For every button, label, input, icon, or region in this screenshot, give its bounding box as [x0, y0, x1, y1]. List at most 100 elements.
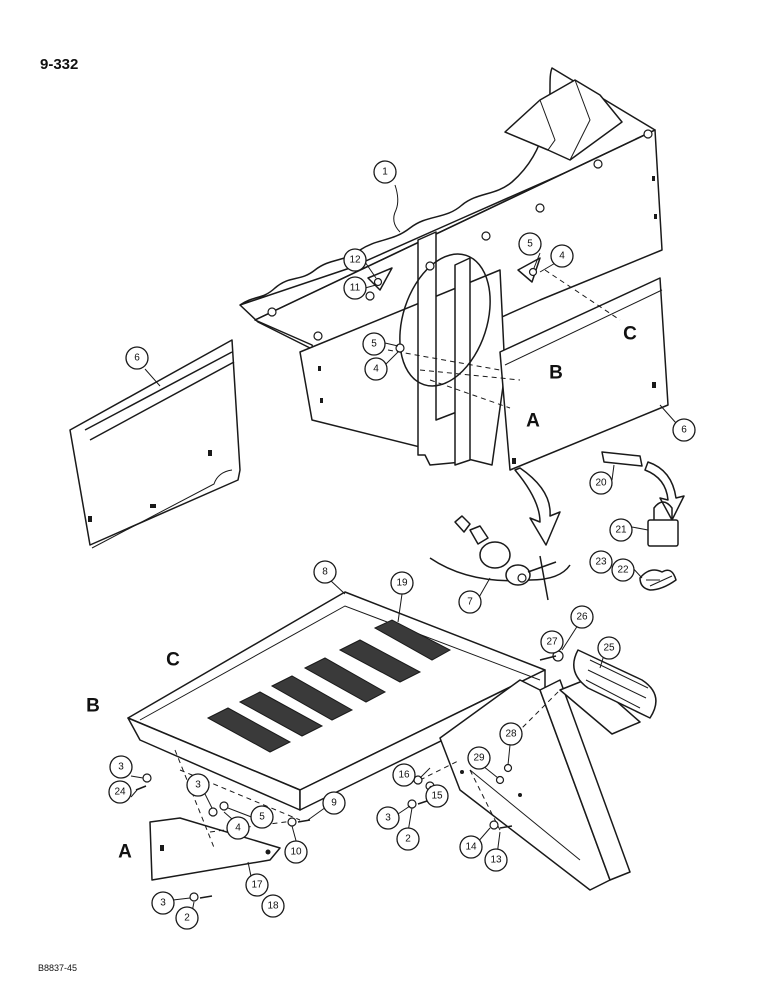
right-side-panel — [499, 277, 669, 471]
svg-text:8: 8 — [322, 567, 328, 578]
svg-text:26: 26 — [576, 612, 588, 623]
svg-text:18: 18 — [267, 901, 279, 912]
svg-text:15: 15 — [431, 791, 443, 802]
callout-c14: 14 — [459, 835, 483, 859]
callout-c22: 22 — [611, 558, 635, 582]
svg-text:3: 3 — [195, 780, 201, 791]
callout-c11: 11 — [343, 276, 367, 300]
grit-strip-6 — [206, 707, 292, 753]
ref-letter-b-upper: B — [549, 363, 563, 384]
svg-text:20: 20 — [595, 478, 607, 489]
svg-text:22: 22 — [617, 565, 629, 576]
svg-text:3: 3 — [160, 898, 166, 909]
detail-arrow-lock — [644, 461, 685, 521]
callout-c16: 16 — [392, 763, 416, 787]
callout-c13: 13 — [484, 848, 508, 872]
hood-rim — [239, 129, 656, 349]
svg-text:13: 13 — [490, 855, 502, 866]
svg-text:7: 7 — [467, 597, 473, 608]
svg-text:2: 2 — [184, 913, 190, 924]
svg-text:17: 17 — [251, 880, 263, 891]
callout-c24: 24 — [108, 780, 132, 804]
callout-c27: 27 — [540, 630, 564, 654]
callout-c2a: 2 — [396, 827, 420, 851]
svg-text:21: 21 — [615, 525, 627, 536]
callout-c4c: 4 — [226, 816, 250, 840]
svg-text:5: 5 — [371, 339, 377, 350]
callout-c19: 19 — [390, 571, 414, 595]
callout-c8: 8 — [313, 560, 337, 584]
callout-c5b: 5 — [518, 232, 542, 256]
svg-text:23: 23 — [595, 557, 607, 568]
callout-c1: 1 — [373, 160, 397, 184]
callout-c23: 23 — [589, 550, 613, 574]
callout-c2b: 2 — [175, 906, 199, 930]
callout-c18: 18 — [261, 894, 285, 918]
ref-letter-a-upper: A — [526, 411, 540, 432]
svg-text:4: 4 — [373, 364, 379, 375]
platform-support-frame — [439, 679, 631, 891]
callout-c4b: 4 — [550, 244, 574, 268]
callout-c6a: 6 — [125, 346, 149, 370]
callout-c4a: 4 — [364, 357, 388, 381]
drawing-code: B8837-45 — [38, 963, 78, 973]
callout-c3b: 3 — [186, 773, 210, 797]
callout-c9: 9 — [322, 791, 346, 815]
callout-c3a: 3 — [109, 755, 133, 779]
svg-text:3: 3 — [385, 813, 391, 824]
svg-text:9: 9 — [331, 798, 337, 809]
svg-text:28: 28 — [505, 729, 517, 740]
grit-strip-3 — [303, 657, 387, 703]
ref-letter-c-upper: C — [623, 324, 637, 345]
callout-c15: 15 — [425, 784, 449, 808]
svg-text:29: 29 — [473, 753, 485, 764]
padlock-body — [647, 519, 679, 547]
callout-c3d: 3 — [151, 891, 175, 915]
round-opening — [399, 253, 491, 387]
mounting-bracket — [149, 817, 281, 881]
callout-c12: 12 — [343, 248, 367, 272]
pedal-tube — [573, 649, 657, 719]
svg-text:16: 16 — [398, 770, 410, 781]
svg-text:5: 5 — [527, 239, 533, 250]
callout-c21: 21 — [609, 518, 633, 542]
ref-letter-c-lower: C — [166, 650, 180, 671]
grit-strip-5 — [238, 691, 324, 737]
pedal-plate — [559, 677, 641, 735]
callout-c28: 28 — [499, 722, 523, 746]
grit-strip-2 — [338, 639, 422, 683]
svg-text:4: 4 — [235, 823, 241, 834]
hardware — [135, 763, 513, 902]
left-side-panel — [69, 339, 241, 549]
callout-c5c: 5 — [250, 805, 274, 829]
callout-c3c: 3 — [376, 806, 400, 830]
svg-text:10: 10 — [290, 847, 302, 858]
callout-c10: 10 — [284, 840, 308, 864]
hood-housing — [239, 67, 663, 466]
latch-assembly — [429, 515, 571, 601]
svg-text:6: 6 — [681, 425, 687, 436]
callout-c7: 7 — [458, 590, 482, 614]
svg-text:11: 11 — [350, 283, 361, 294]
svg-text:4: 4 — [559, 251, 565, 262]
callout-c5a: 5 — [362, 332, 386, 356]
svg-text:3: 3 — [118, 762, 124, 773]
lock-group — [601, 451, 685, 591]
hasp — [601, 451, 643, 467]
grit-strip-4 — [270, 675, 354, 721]
page-number: 9-332 — [40, 56, 79, 73]
callout-c25: 25 — [597, 636, 621, 660]
svg-text:2: 2 — [405, 834, 411, 845]
svg-text:1: 1 — [382, 167, 388, 178]
svg-text:25: 25 — [603, 643, 615, 654]
callout-c6b: 6 — [672, 418, 696, 442]
svg-text:14: 14 — [465, 842, 477, 853]
callout-c20: 20 — [589, 471, 613, 495]
svg-text:24: 24 — [114, 787, 126, 798]
center-post — [454, 257, 471, 466]
detail-arrow-latch — [514, 467, 561, 546]
grit-strip-1 — [373, 619, 452, 661]
svg-text:5: 5 — [259, 812, 265, 823]
